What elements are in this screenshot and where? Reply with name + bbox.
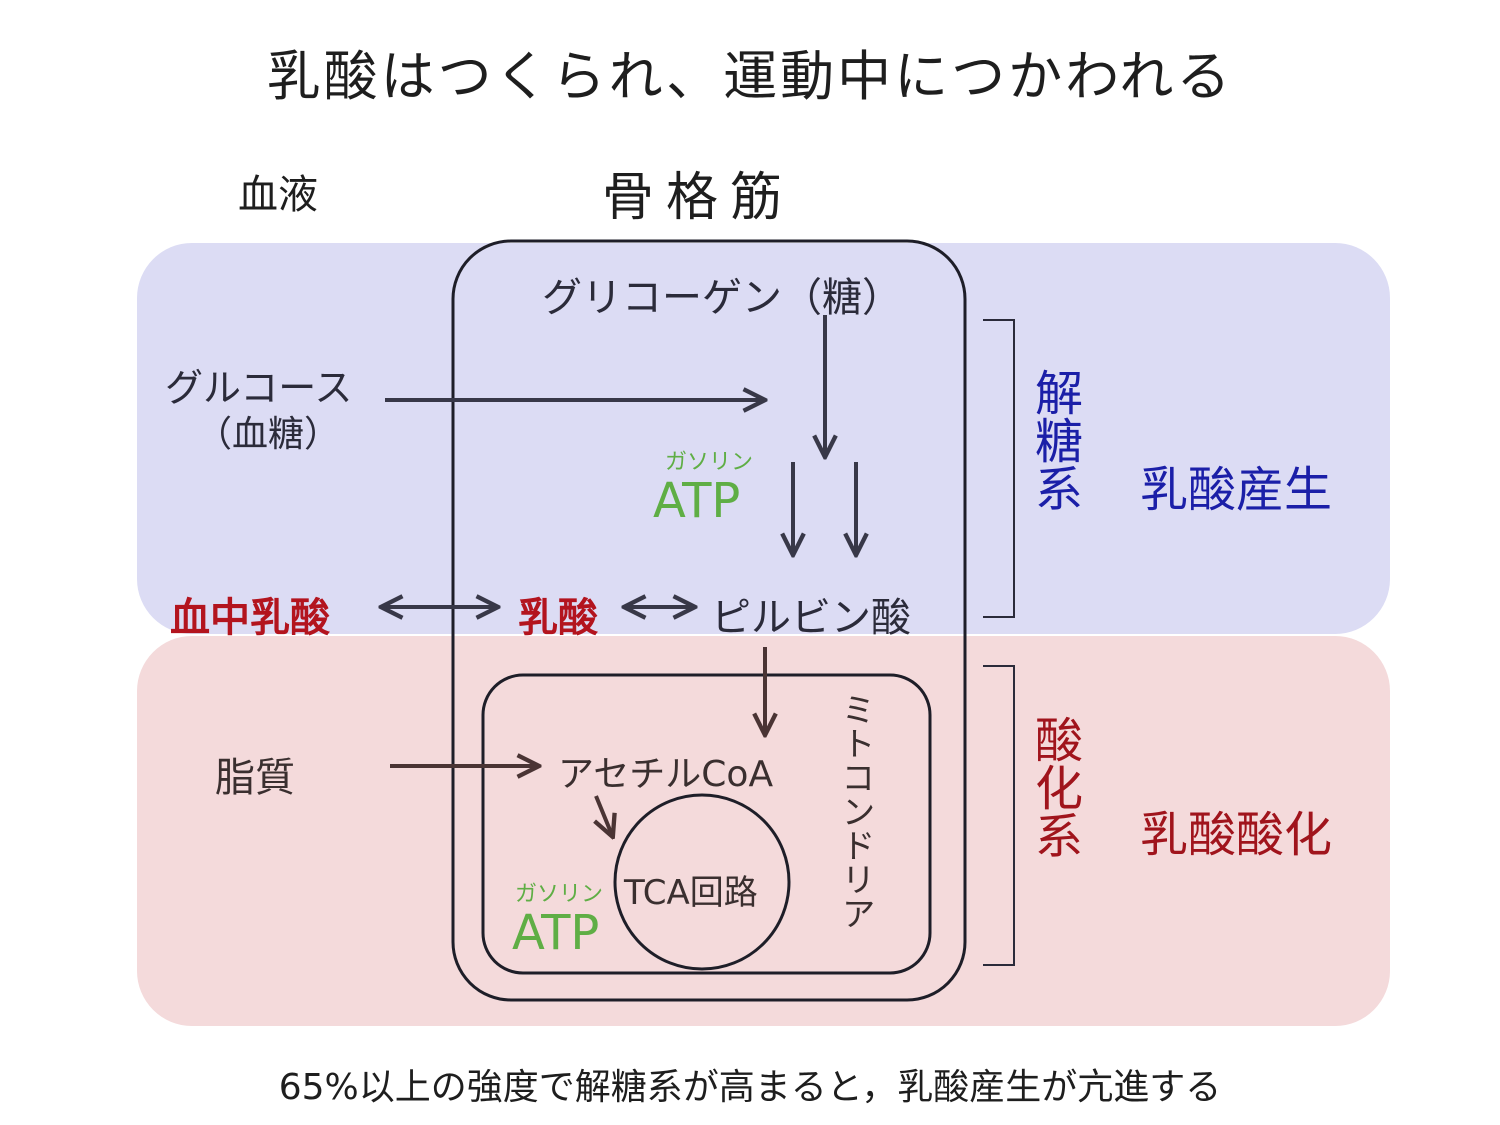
oxidation-system-label: 酸化系: [1026, 715, 1082, 859]
lactate-label: 乳酸: [518, 595, 598, 641]
glycolysis-bracket: [983, 319, 1015, 618]
mitochondria-outline: [481, 673, 932, 975]
skeletal-muscle-label: 骨格筋: [602, 168, 795, 228]
footer-note: 65%以上の強度で解糖系が高まると，乳酸産生が亢進する: [278, 1067, 1222, 1108]
atp-ruby-tca: ガソリン: [515, 882, 604, 907]
oxidation-zone: [137, 636, 1390, 1026]
blood-lactate-label: 血中乳酸: [170, 595, 330, 641]
atp-glycolysis-label: ATP: [653, 473, 741, 529]
diagram-title: 乳酸はつくられ、運動中につかわれる: [266, 45, 1234, 108]
mitochondria-label: ミトコンドリア: [835, 692, 875, 930]
muscle-cell-outline: [451, 239, 967, 1002]
pyruvate-label: ピルビン酸: [711, 595, 911, 641]
lactate-oxidation-label: 乳酸酸化: [1140, 807, 1333, 863]
glycogen-label: グリコーゲン（糖）: [542, 275, 902, 321]
blood-label: 血液: [238, 172, 318, 218]
acetyl-coa-label: アセチルCoA: [558, 754, 774, 795]
glycolysis-zone: [137, 243, 1390, 634]
lipid-label: 脂質: [215, 755, 295, 801]
glucose-label: グルコース: [165, 366, 353, 410]
lactate-production-label: 乳酸産生: [1140, 462, 1333, 518]
acetyl-tca-arrow: [596, 795, 612, 835]
glycolysis-system-label: 解糖系: [1026, 368, 1082, 512]
oxidation-bracket: [983, 665, 1015, 966]
tca-cycle-circle: [613, 793, 791, 971]
tca-cycle-label: TCA回路: [624, 873, 758, 913]
blood-sugar-label: （血糖）: [196, 414, 341, 455]
atp-ruby-glycolysis: ガソリン: [665, 450, 754, 475]
atp-tca-label: ATP: [512, 905, 600, 961]
